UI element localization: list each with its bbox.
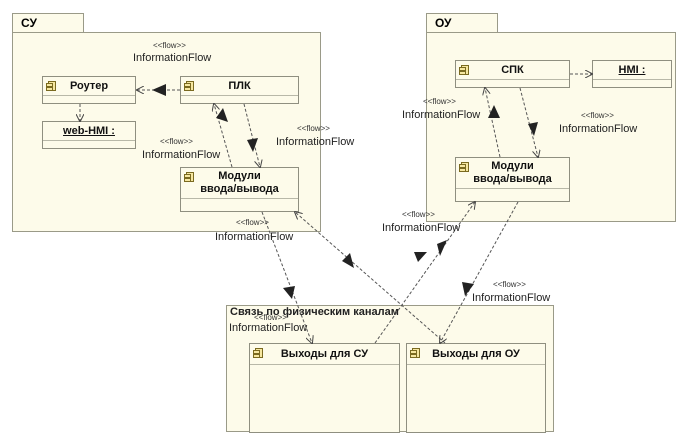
direction-arrow (152, 84, 166, 96)
component-plc[interactable]: ПЛК (180, 76, 299, 104)
direction-arrow (414, 252, 427, 262)
component-io-modules-su-label: Модули ввода/вывода (200, 170, 279, 195)
component-icon (184, 81, 194, 91)
flow-io-su-outputs-su (261, 211, 312, 343)
flow-name: InformationFlow (229, 322, 308, 334)
flow-stereotype: <<flow>> (581, 111, 614, 120)
component-io-modules-su[interactable]: Модули ввода/вывода (180, 167, 299, 212)
flow-stereotype: <<flow>> (160, 137, 193, 146)
component-web-hmi-label: web-HMI : (63, 125, 115, 137)
flow-stereotype: <<flow>> (153, 41, 186, 50)
direction-arrow (216, 108, 228, 122)
component-icon (459, 65, 469, 75)
flow-stereotype: <<flow>> (493, 280, 526, 289)
component-outputs-su-label: Выходы для СУ (280, 348, 369, 360)
flow-name: InformationFlow (402, 109, 481, 121)
component-plc-label: ПЛК (228, 80, 251, 92)
component-hmi[interactable]: HMI : (592, 60, 672, 88)
direction-arrow (437, 240, 447, 256)
flow-io-spk (485, 88, 501, 158)
package-title-ou: ОУ (435, 16, 452, 30)
flow-name: InformationFlow (215, 231, 294, 243)
direction-arrow (528, 122, 538, 136)
package-title-link: Связь по физическим каналам (230, 306, 399, 318)
flow-spk-io (519, 87, 538, 157)
flow-name: InformationFlow (472, 292, 551, 304)
flow-outputs-ou-io-su (295, 212, 446, 344)
flow-outputs-su-io-ou (374, 202, 475, 344)
flow-name: InformationFlow (382, 222, 461, 234)
flow-io-ou-outputs-ou (440, 201, 519, 343)
component-outputs-ou[interactable]: Выходы для ОУ (406, 343, 546, 433)
flow-name: InformationFlow (276, 136, 355, 148)
component-spk[interactable]: СПК (455, 60, 570, 88)
flow-stereotype: <<flow>> (423, 97, 456, 106)
package-tab-ou: ОУ (426, 13, 498, 33)
flow-stereotype: <<flow>> (254, 313, 287, 322)
component-hmi-label: HMI : (618, 64, 646, 76)
direction-arrow (247, 138, 258, 152)
component-io-modules-ou[interactable]: Модули ввода/вывода (455, 157, 570, 202)
direction-arrow (488, 105, 500, 118)
flow-io-plc (214, 104, 233, 168)
direction-arrow (342, 253, 354, 268)
component-io-modules-ou-label: Модули ввода/вывода (473, 160, 552, 185)
component-icon (459, 162, 469, 172)
component-outputs-su[interactable]: Выходы для СУ (249, 343, 400, 433)
component-icon (253, 348, 263, 358)
component-router-label: Роутер (69, 80, 109, 92)
component-icon (410, 348, 420, 358)
direction-arrow (283, 286, 295, 299)
flow-stereotype: <<flow>> (297, 124, 330, 133)
flow-name: InformationFlow (559, 123, 638, 135)
component-outputs-ou-label: Выходы для ОУ (432, 348, 520, 360)
component-spk-label: СПК (501, 64, 524, 76)
component-icon (184, 172, 194, 182)
flow-stereotype: <<flow>> (236, 218, 269, 227)
package-tab-su: СУ (12, 13, 84, 33)
component-router[interactable]: Роутер (42, 76, 136, 104)
component-web-hmi[interactable]: web-HMI : (42, 121, 136, 149)
flow-plc-io (243, 103, 260, 167)
flow-name: InformationFlow (133, 52, 212, 64)
flow-name: InformationFlow (142, 149, 221, 161)
flow-stereotype: <<flow>> (402, 210, 435, 219)
component-icon (46, 81, 56, 91)
direction-arrow (462, 282, 474, 296)
package-title-su: СУ (21, 16, 37, 30)
